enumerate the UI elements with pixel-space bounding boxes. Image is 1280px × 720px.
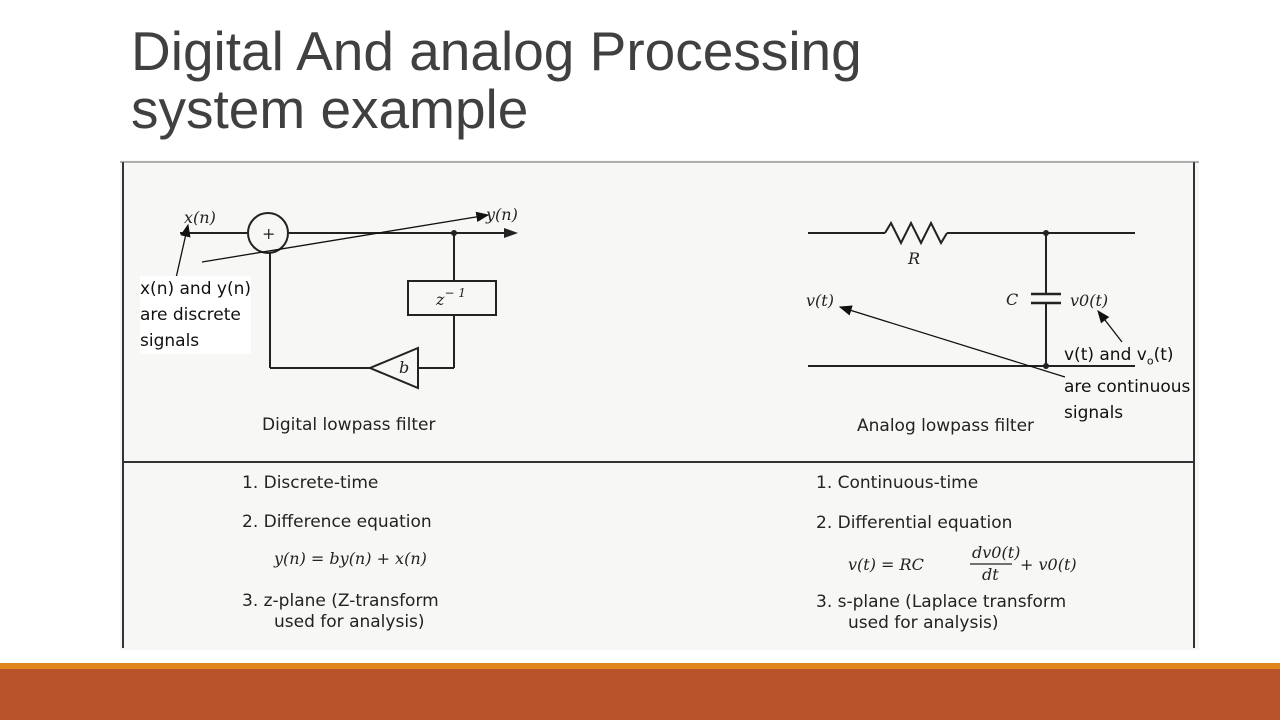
slide-title: Digital And analog Processing system exa… — [131, 22, 1131, 138]
analog-equation-numerator: dv0(t) — [972, 543, 1020, 562]
analog-output-label: v0(t) — [1070, 291, 1108, 310]
title-line-1: Digital And analog Processing — [131, 20, 862, 82]
continuous-note-line-1: v(t) and vo(t) — [1064, 345, 1174, 368]
output-arrowhead — [504, 228, 518, 238]
arrow-to-xn — [175, 223, 191, 279]
capacitor-label: C — [1006, 290, 1018, 309]
discrete-note-line-1: x(n) and y(n) — [140, 279, 251, 299]
resistor-zigzag — [884, 220, 948, 246]
analog-properties: 1. Continuous-time 2. Differential equat… — [816, 473, 1077, 633]
analog-caption: Analog lowpass filter — [857, 416, 1034, 436]
digital-item-3: 3. z-plane (Z-transform — [242, 591, 439, 611]
arrow-to-yn — [201, 211, 490, 263]
analog-input-label: v(t) — [806, 291, 834, 310]
discrete-signals-note: x(n) and y(n) are discrete signals — [140, 276, 251, 354]
discrete-note-line-3: signals — [140, 331, 200, 351]
analog-item-3: 3. s-plane (Laplace transform — [816, 592, 1066, 612]
digital-output-label: y(n) — [485, 205, 518, 224]
analog-equation-denominator: dt — [982, 565, 999, 584]
resistor-label: R — [907, 249, 920, 268]
digital-properties: 1. Discrete-time 2. Difference equation … — [242, 473, 439, 632]
digital-item-3-cont: used for analysis) — [274, 612, 425, 632]
analog-equation-lhs: v(t) = RC — [848, 555, 924, 574]
footer-bar — [0, 669, 1280, 720]
digital-equation: y(n) = by(n) + x(n) — [273, 549, 427, 568]
digital-item-1: 1. Discrete-time — [242, 473, 378, 493]
delay-label: z− 1 — [435, 286, 466, 309]
adder-symbol: + — [262, 224, 275, 243]
digital-item-2: 2. Difference equation — [242, 512, 432, 532]
analog-item-1: 1. Continuous-time — [816, 473, 978, 493]
discrete-note-line-2: are discrete — [140, 305, 241, 325]
delay-block — [407, 280, 497, 316]
arrow-to-vt — [838, 305, 1066, 378]
continuous-note-line-2: are continuous — [1064, 377, 1191, 398]
title-line-2: system example — [131, 78, 529, 140]
filter-comparison-figure: x(n) + y(n) z− 1 b Digital lowpass filte… — [120, 160, 1199, 650]
paper-background — [120, 160, 1199, 650]
digital-filter-diagram: x(n) + y(n) z− 1 b Digital lowpass filte… — [180, 205, 518, 435]
digital-input-label: x(n) — [184, 208, 216, 227]
analog-item-3-cont: used for analysis) — [848, 613, 999, 633]
analog-filter-diagram: R C v0(t) v(t) Analog lowpass filter — [806, 220, 1135, 436]
analog-item-2: 2. Differential equation — [816, 513, 1012, 533]
continuous-note-line-3: signals — [1064, 403, 1124, 424]
gain-triangle — [367, 346, 419, 390]
gain-label: b — [399, 358, 409, 377]
continuous-signals-note: v(t) and vo(t) are continuous signals — [1064, 342, 1190, 426]
footer-accent-stripe — [0, 663, 1280, 669]
digital-caption: Digital lowpass filter — [262, 415, 435, 435]
arrow-to-vot — [1097, 309, 1123, 343]
scanned-diagram: x(n) + y(n) z− 1 b Digital lowpass filte… — [120, 160, 1199, 650]
analog-equation-rhs: + v0(t) — [1020, 555, 1077, 574]
